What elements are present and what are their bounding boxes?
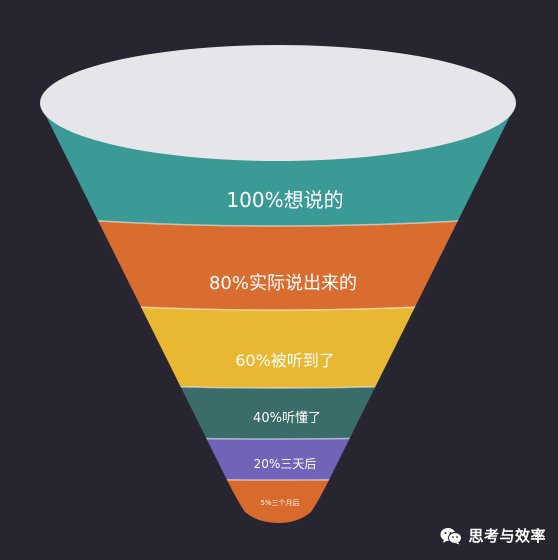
watermark-text: 思考与效率 [468, 527, 546, 545]
funnel-label-2: 80%实际说出来的 [209, 273, 357, 294]
watermark: 思考与效率 [440, 525, 546, 546]
funnel-label-4: 40%听懂了 [253, 411, 321, 426]
funnel-layer-6 [40, 474, 516, 523]
funnel-label-6: 5%三个月后 [260, 498, 299, 507]
funnel-label-3: 60%被听到了 [235, 351, 335, 370]
funnel-label-5: 20%三天后 [254, 457, 317, 471]
funnel-label-1: 100%想说的 [226, 188, 343, 212]
funnel-layers [40, 104, 516, 523]
funnel-rim [40, 45, 516, 161]
funnel-layer-3 [40, 298, 516, 388]
wechat-icon [440, 527, 463, 544]
funnel-layer-2 [40, 214, 516, 310]
